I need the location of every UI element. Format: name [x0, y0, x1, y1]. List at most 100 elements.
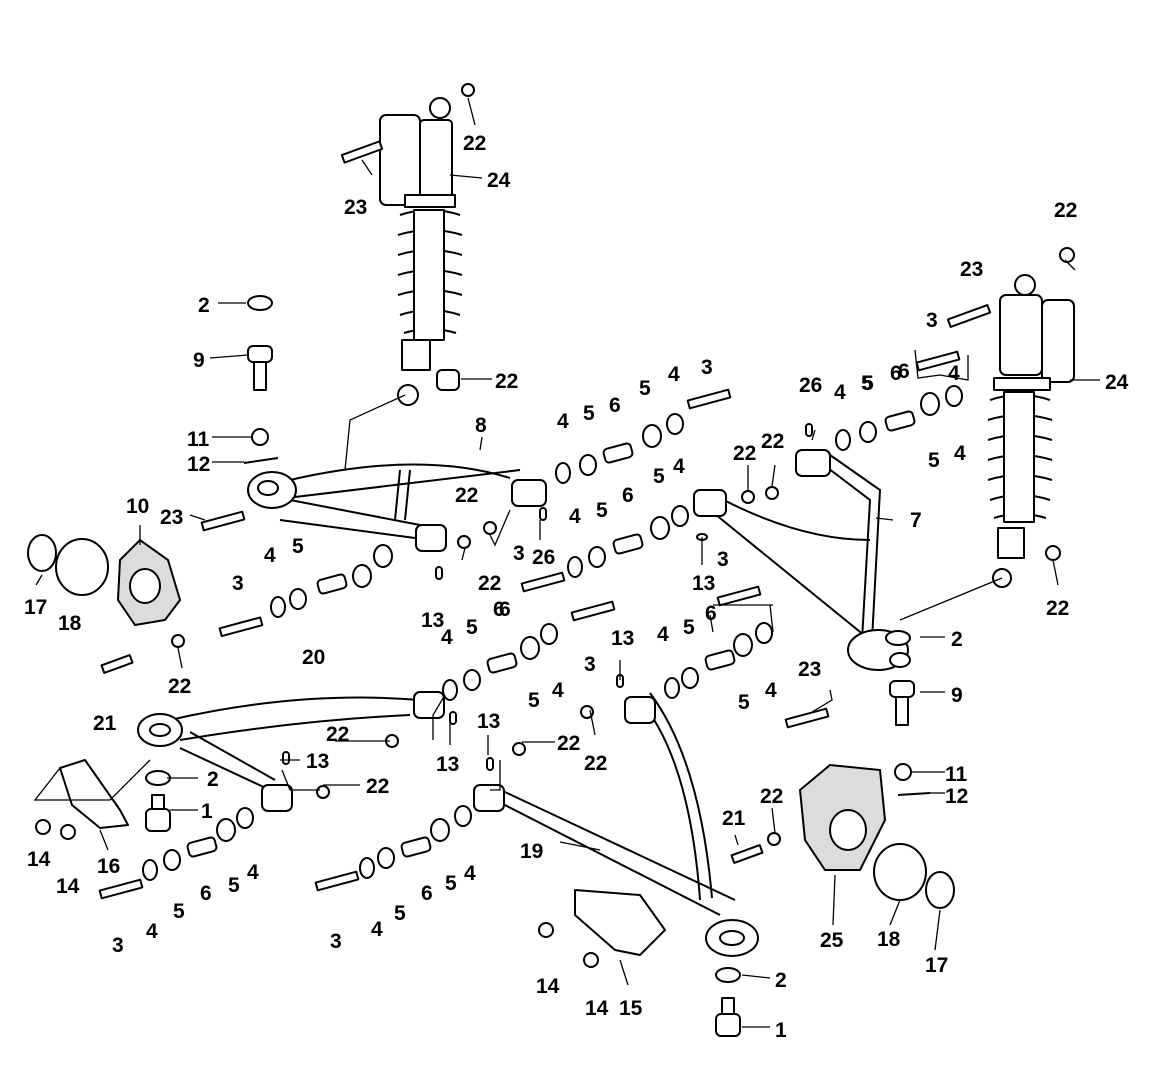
callout-5: 5 [928, 449, 940, 472]
callout-4: 4 [557, 410, 569, 433]
nuts-and-pins [171, 423, 931, 846]
callout-18: 18 [58, 612, 82, 635]
callout-22: 22 [495, 370, 518, 393]
bushing-22-left [436, 369, 460, 391]
callout-4: 4 [247, 861, 259, 884]
callout-3: 3 [926, 309, 938, 332]
callout-2: 2 [951, 628, 963, 651]
callout-15: 15 [619, 997, 643, 1020]
callout-8: 8 [475, 414, 487, 437]
callout-26: 26 [799, 374, 822, 397]
callout-3: 3 [513, 542, 525, 565]
callout-4: 4 [441, 626, 453, 649]
callout-6: 6 [609, 394, 621, 417]
callout-19: 19 [520, 840, 543, 863]
callout-6: 6 [898, 360, 910, 383]
ball-joint-9-left [247, 295, 273, 446]
callout-14: 14 [536, 975, 560, 998]
callout-5: 5 [173, 900, 185, 923]
upper-arm-left [247, 463, 547, 552]
callout-23: 23 [960, 258, 983, 281]
callout-13: 13 [611, 627, 634, 650]
callout-6: 6 [705, 602, 717, 625]
callout-10: 10 [126, 495, 149, 518]
callout-3: 3 [330, 930, 342, 953]
callout-5: 5 [466, 616, 478, 639]
callout-13: 13 [421, 609, 444, 632]
callout-5: 5 [862, 372, 874, 395]
callout-4: 4 [834, 381, 846, 404]
callout-5: 5 [445, 872, 457, 895]
nut-22-right [1045, 545, 1061, 561]
callout-4: 4 [552, 679, 564, 702]
callout-5: 5 [394, 902, 406, 925]
callout-6: 6 [200, 882, 212, 905]
callout-22: 22 [557, 732, 580, 755]
callout-9: 9 [951, 684, 963, 707]
callout-3: 3 [701, 356, 713, 379]
ball-joint-9-right [885, 630, 915, 781]
callout-22: 22 [455, 484, 478, 507]
shock-absorber-right [987, 274, 1075, 588]
callout-1: 1 [775, 1019, 787, 1042]
callout-21: 21 [93, 712, 117, 735]
callout-4: 4 [948, 362, 960, 385]
callout-17: 17 [24, 596, 47, 619]
callout-16: 16 [97, 855, 120, 878]
callout-4: 4 [264, 544, 276, 567]
bolts-3 [98, 350, 961, 900]
callout-4: 4 [765, 679, 777, 702]
callout-13: 13 [436, 753, 459, 776]
callout-22: 22 [1054, 199, 1077, 222]
callout-14: 14 [56, 875, 80, 898]
callout-26: 26 [532, 546, 555, 569]
callout-18: 18 [877, 928, 901, 951]
leader-lines [33, 97, 1100, 1028]
callout-6: 6 [493, 598, 505, 621]
callout-4: 4 [371, 918, 383, 941]
bearing-18-left [55, 538, 109, 596]
callout-22: 22 [761, 430, 784, 453]
callout-5: 5 [861, 372, 873, 395]
callout-22: 22 [326, 723, 349, 746]
callout-22: 22 [584, 752, 607, 775]
callout-11: 11 [945, 763, 968, 786]
bolt-23-top-left [340, 140, 384, 164]
callout-14: 14 [27, 848, 51, 871]
callout-23: 23 [344, 196, 367, 219]
callout-12: 12 [945, 785, 968, 808]
callout-22: 22 [760, 785, 783, 808]
steering-knuckle-left [116, 538, 182, 627]
callout-5: 5 [639, 377, 651, 400]
lower-arm-left [137, 691, 445, 812]
callout-5: 5 [738, 691, 750, 714]
ball-joint-1-left [145, 770, 171, 832]
steering-knuckle-right [798, 763, 887, 871]
nut-22-top-right [1059, 247, 1075, 263]
lower-arm-right [473, 692, 759, 957]
callout-22: 22 [366, 775, 389, 798]
bearing-18-right [873, 843, 927, 901]
guard-16 [59, 759, 129, 829]
bolt-23-top-right [946, 304, 992, 328]
callout-17: 17 [925, 954, 948, 977]
callout-22: 22 [1046, 597, 1069, 620]
callout-13: 13 [306, 750, 329, 773]
callout-22: 22 [733, 442, 756, 465]
callout-1: 1 [201, 800, 213, 823]
callout-6: 6 [499, 598, 511, 621]
callout-3: 3 [232, 572, 244, 595]
callout-22: 22 [463, 132, 486, 155]
callout-4: 4 [954, 442, 966, 465]
callout-3: 3 [112, 934, 124, 957]
callout-24: 24 [1105, 371, 1129, 394]
callout-7: 7 [910, 509, 922, 532]
callout-23: 23 [160, 506, 183, 529]
callout-5: 5 [228, 874, 240, 897]
callout-4: 4 [657, 623, 669, 646]
callout-12: 12 [187, 453, 210, 476]
ball-joint-1-right [715, 967, 741, 1037]
callout-6: 6 [622, 484, 634, 507]
nut-22-top-left [461, 83, 475, 97]
